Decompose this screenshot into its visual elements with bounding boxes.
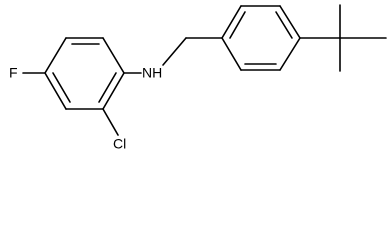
bond-ring2-c: [279, 5, 301, 39]
aniline-ring: [44, 37, 125, 110]
bond-ring-e-inner: [52, 72, 71, 103]
bond-ring-to-chlorine: [102, 108, 119, 136]
amine-label: NH: [142, 65, 162, 81]
bond-ring2-c-inner: [275, 11, 293, 39]
chemical-structure-diagram: F NH Cl: [9, 4, 387, 152]
bond-ring-c: [102, 72, 125, 110]
chlorine-label: Cl: [113, 136, 126, 152]
bond-nh-to-ch2: [162, 37, 187, 66]
bond-ring2-a-inner: [229, 11, 246, 39]
tert-butylphenyl-ring: [221, 5, 301, 71]
fluorine-label: F: [9, 65, 18, 81]
bond-ring-f: [44, 37, 67, 74]
bond-ring-b: [102, 37, 125, 74]
bond-ring2-d: [279, 37, 301, 71]
bond-ring2-f: [221, 37, 242, 71]
bond-ring-c-inner: [98, 72, 117, 103]
bond-ring2-a: [221, 5, 242, 39]
bond-ring-e: [44, 72, 67, 110]
tert-butyl-group: [299, 4, 387, 72]
